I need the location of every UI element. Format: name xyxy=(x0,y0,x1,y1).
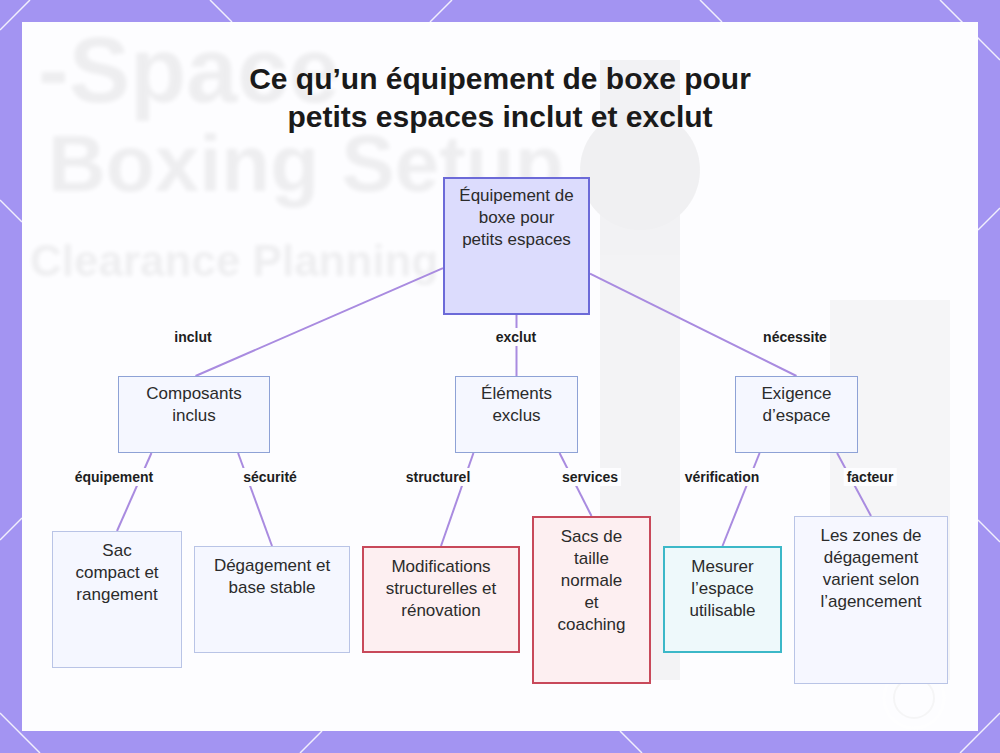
edge-label: facteur xyxy=(844,468,897,486)
panel xyxy=(22,22,978,731)
edge-label: structurel xyxy=(403,468,474,486)
detail-box: Sacs de taille normale et coaching xyxy=(532,516,651,684)
connector-line xyxy=(723,453,760,546)
category-box: Exigence d’espace xyxy=(735,376,858,453)
connector-line xyxy=(441,453,473,546)
node-text: Exigence d’espace xyxy=(746,383,847,427)
edge-label: inclut xyxy=(171,328,214,346)
detail-box: Les zones de dégagement varient selon l’… xyxy=(794,516,948,684)
connector-line xyxy=(117,453,151,531)
connector-line xyxy=(590,274,797,376)
watermark-text: Clearance Planning xyxy=(30,236,438,286)
node-text: Équipement de boxe pour petits espaces xyxy=(459,185,574,251)
edge-label: nécessite xyxy=(760,328,830,346)
root-box: Équipement de boxe pour petits espaces xyxy=(443,177,590,315)
category-box: Éléments exclus xyxy=(455,376,578,453)
edge-label: services xyxy=(559,468,621,486)
diagram-title: Ce qu’un équipement de boxe pour petits … xyxy=(240,60,760,136)
detail-box: Modifications structurelles et rénovatio… xyxy=(362,546,520,653)
edge-label: exclut xyxy=(493,328,539,346)
node-text: Mesurer l’espace utilisable xyxy=(675,556,770,622)
edge-label: sécurité xyxy=(240,468,300,486)
node-text: Composants inclus xyxy=(131,383,257,427)
node-text: Sacs de taille normale et coaching xyxy=(552,526,631,636)
node-text: Éléments exclus xyxy=(466,383,567,427)
node-text: Sac compact et rangement xyxy=(73,540,161,606)
detail-box: Mesurer l’espace utilisable xyxy=(663,546,782,653)
connector-line xyxy=(238,453,272,546)
node-text: Modifications structurelles et rénovatio… xyxy=(374,556,508,622)
node-text: Dégagement et base stable xyxy=(209,555,335,599)
edge-label: vérification xyxy=(682,468,763,486)
detail-box: Dégagement et base stable xyxy=(194,546,350,653)
category-box: Composants inclus xyxy=(118,376,270,453)
edge-label: équipement xyxy=(72,468,157,486)
detail-box: Sac compact et rangement xyxy=(52,531,182,668)
connector-line xyxy=(196,268,443,376)
node-text: Les zones de dégagement varient selon l’… xyxy=(805,525,937,613)
